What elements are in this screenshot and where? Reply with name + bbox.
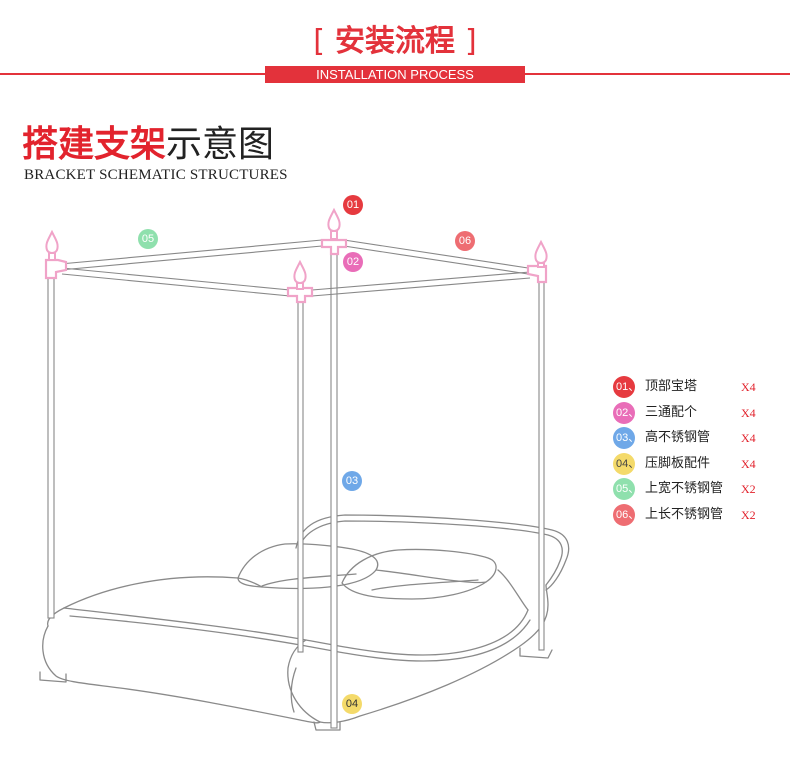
finial-right bbox=[534, 239, 548, 268]
badge-03: 03 bbox=[342, 471, 362, 491]
page-title: [ 安装流程] bbox=[0, 20, 790, 64]
top-rail-left-a bbox=[59, 239, 323, 265]
post-right bbox=[538, 277, 545, 651]
pillow-right bbox=[341, 548, 497, 600]
joint-right bbox=[526, 264, 548, 284]
legend-marker bbox=[613, 452, 635, 475]
badge-05: 05 bbox=[138, 229, 158, 249]
foot-center bbox=[313, 721, 341, 731]
legend-row-01: 01、 顶部宝塔 X4 bbox=[613, 376, 783, 402]
legend-qty: X2 bbox=[741, 507, 756, 522]
joint-back-middle bbox=[286, 286, 314, 304]
section-title-black: 示意图 bbox=[166, 124, 275, 165]
legend-qty: X4 bbox=[741, 405, 756, 420]
legend-row-03: 03、 高不锈钢管 X4 bbox=[613, 427, 783, 453]
title-bracket-left: [ bbox=[313, 24, 325, 59]
legend-marker bbox=[613, 401, 635, 424]
legend-label: 上宽不锈钢管 bbox=[645, 481, 724, 496]
legend-label: 三通配个 bbox=[645, 404, 698, 420]
legend-marker bbox=[613, 478, 635, 500]
parts-legend: 01、 顶部宝塔 X4 02、 三通配个 X4 03、 高不锈钢管 X4 04、… bbox=[613, 376, 783, 529]
legend-num: 04、 bbox=[616, 457, 640, 470]
bed-side-rail bbox=[42, 625, 321, 724]
legend-num: 05、 bbox=[616, 483, 640, 495]
top-rail-right-a bbox=[343, 239, 529, 269]
post-back-left bbox=[47, 269, 55, 619]
legend-label: 上长不锈钢管 bbox=[645, 506, 724, 522]
foot-left bbox=[39, 671, 67, 683]
mattress bbox=[63, 569, 529, 611]
badge-01: 01 bbox=[343, 195, 363, 215]
badge-06: 06 bbox=[455, 231, 475, 251]
legend-row-02: 02、 三通配个 X4 bbox=[613, 401, 783, 428]
title-bracket-right: ] bbox=[465, 24, 477, 59]
legend-marker bbox=[613, 503, 635, 526]
headboard bbox=[295, 514, 570, 591]
post-back-middle bbox=[297, 291, 304, 653]
legend-qty: X4 bbox=[741, 456, 756, 471]
top-rail-back-left bbox=[61, 267, 291, 291]
legend-marker bbox=[613, 427, 635, 449]
legend-num: 03、 bbox=[616, 432, 640, 444]
top-rail-back-right bbox=[311, 271, 531, 291]
section-title: 搭建支架示意图 bbox=[22, 122, 274, 167]
post-front-center bbox=[330, 247, 338, 729]
legend-num: 06、 bbox=[616, 508, 640, 521]
legend-label: 顶部宝塔 bbox=[645, 379, 698, 394]
section-title-red: 搭建支架 bbox=[22, 123, 167, 165]
legend-qty: X4 bbox=[741, 380, 756, 394]
joint-back-left bbox=[44, 258, 68, 280]
legend-label: 压脚板配件 bbox=[645, 455, 711, 471]
finial-back-left bbox=[45, 229, 59, 261]
foot-right bbox=[519, 647, 553, 659]
legend-row-06: 06、 上长不锈钢管 X2 bbox=[613, 503, 783, 530]
legend-qty: X4 bbox=[741, 431, 756, 445]
legend-qty: X2 bbox=[741, 482, 756, 496]
finial-back-middle bbox=[293, 259, 307, 290]
legend-row-05: 05、 上宽不锈钢管 X2 bbox=[613, 478, 783, 504]
pillow-left bbox=[237, 543, 379, 590]
section-subtitle: BRACKET SCHEMATIC STRUCTURES bbox=[24, 167, 288, 183]
legend-num: 01、 bbox=[616, 381, 640, 393]
legend-marker bbox=[613, 376, 635, 398]
joint-front-center bbox=[320, 238, 348, 256]
title-text: 安装流程 bbox=[335, 24, 455, 59]
legend-row-04: 04、 压脚板配件 X4 bbox=[613, 452, 783, 479]
badge-02: 02 bbox=[343, 252, 363, 272]
page-subtitle: INSTALLATION PROCESS bbox=[265, 66, 525, 83]
legend-num: 02、 bbox=[616, 406, 640, 419]
badge-04: 04 bbox=[342, 694, 362, 714]
finial-front-center bbox=[327, 207, 341, 240]
legend-label: 高不锈钢管 bbox=[645, 430, 711, 445]
